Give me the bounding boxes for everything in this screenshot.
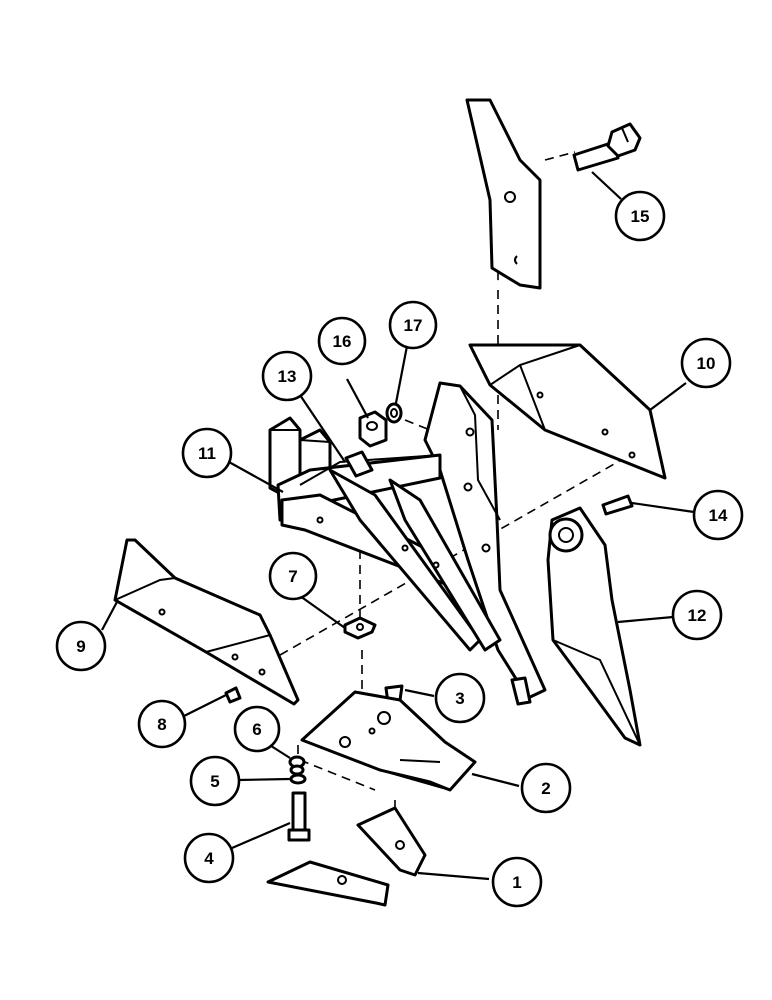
point-part-1 — [266, 806, 427, 907]
frame-arms — [268, 416, 502, 652]
callout-2: 2 — [520, 762, 572, 814]
callout-11: 11 — [181, 427, 233, 479]
leader-lines — [101, 171, 695, 881]
callout-5: 5 — [189, 755, 241, 807]
shank-beam — [465, 98, 542, 290]
callout-label: 2 — [541, 779, 550, 798]
callout-9: 9 — [55, 620, 107, 672]
bolt-part-15 — [572, 122, 642, 172]
right-wing-part-10 — [468, 343, 667, 480]
callout-16: 16 — [317, 316, 367, 366]
callout-label: 16 — [333, 332, 352, 351]
callout-3: 3 — [434, 672, 486, 724]
lock-washer-part-17 — [385, 402, 403, 424]
callout-label: 9 — [76, 637, 85, 656]
shoe-part-2 — [300, 690, 477, 792]
center-shank — [423, 381, 547, 706]
callout-8: 8 — [137, 699, 187, 749]
bolt-part-8 — [224, 686, 242, 704]
callout-12: 12 — [671, 589, 723, 641]
callout-15: 15 — [614, 190, 666, 242]
callout-label: 14 — [709, 506, 728, 525]
callout-1: 1 — [491, 856, 543, 908]
callout-label: 8 — [157, 715, 166, 734]
callout-label: 6 — [252, 720, 261, 739]
callout-7: 7 — [268, 551, 318, 601]
callout-4: 4 — [183, 832, 235, 884]
callout-6: 6 — [233, 705, 281, 753]
callout-label: 4 — [204, 849, 214, 868]
callout-label: 10 — [697, 354, 716, 373]
callout-label: 7 — [288, 567, 297, 586]
washer-part-6 — [288, 755, 306, 776]
callout-label: 3 — [455, 689, 464, 708]
shin-part-12 — [546, 506, 642, 747]
callout-label: 5 — [210, 772, 219, 791]
callout-label: 17 — [404, 316, 423, 335]
left-wing-part-9 — [113, 538, 300, 706]
callout-label: 1 — [512, 873, 521, 892]
bolt-part-4 — [287, 791, 311, 842]
callout-10: 10 — [680, 337, 732, 389]
callout-13: 13 — [261, 350, 313, 402]
callout-label: 12 — [688, 606, 707, 625]
callout-label: 11 — [198, 444, 216, 463]
callout-14: 14 — [692, 489, 744, 541]
clip-nut-part-7 — [343, 616, 377, 640]
callout-label: 15 — [631, 207, 650, 226]
callout-17: 17 — [388, 300, 438, 350]
callout-label: 13 — [278, 367, 297, 386]
pin-part-14 — [601, 494, 634, 516]
washer-part-5 — [289, 773, 307, 785]
nut-part-16 — [358, 410, 388, 448]
